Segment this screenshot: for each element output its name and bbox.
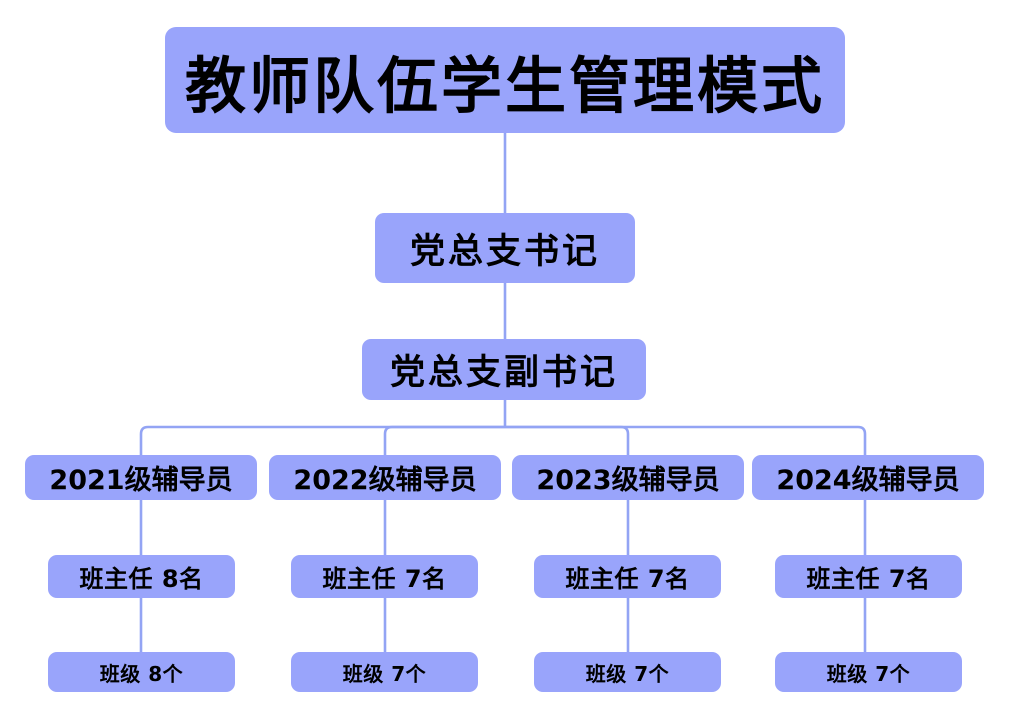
connector-bus-to-counselor-2021 [139, 425, 505, 455]
node-party-branch-deputy-secretary[interactable]: 党总支副书记 [362, 339, 646, 400]
connector-bus-to-counselor-2023 [505, 425, 630, 455]
node-head-teacher-2022[interactable]: 班主任 7名 [291, 555, 478, 598]
node-class-count-2022[interactable]: 班级 7个 [291, 652, 478, 692]
connector-bus-to-counselor-2022 [383, 425, 505, 455]
node-counselor-2021[interactable]: 2021级辅导员 [25, 455, 257, 500]
node-party-branch-secretary[interactable]: 党总支书记 [375, 213, 635, 283]
node-head-teacher-2023[interactable]: 班主任 7名 [534, 555, 721, 598]
node-class-count-2021[interactable]: 班级 8个 [48, 652, 235, 692]
node-head-teacher-2021[interactable]: 班主任 8名 [48, 555, 235, 598]
node-counselor-2022[interactable]: 2022级辅导员 [269, 455, 501, 500]
connector-bus-to-counselor-2024 [505, 425, 867, 455]
node-root-title[interactable]: 教师队伍学生管理模式 [165, 27, 845, 133]
node-counselor-2024[interactable]: 2024级辅导员 [752, 455, 984, 500]
node-class-count-2023[interactable]: 班级 7个 [534, 652, 721, 692]
node-counselor-2023[interactable]: 2023级辅导员 [512, 455, 744, 500]
node-class-count-2024[interactable]: 班级 7个 [775, 652, 962, 692]
node-head-teacher-2024[interactable]: 班主任 7名 [775, 555, 962, 598]
